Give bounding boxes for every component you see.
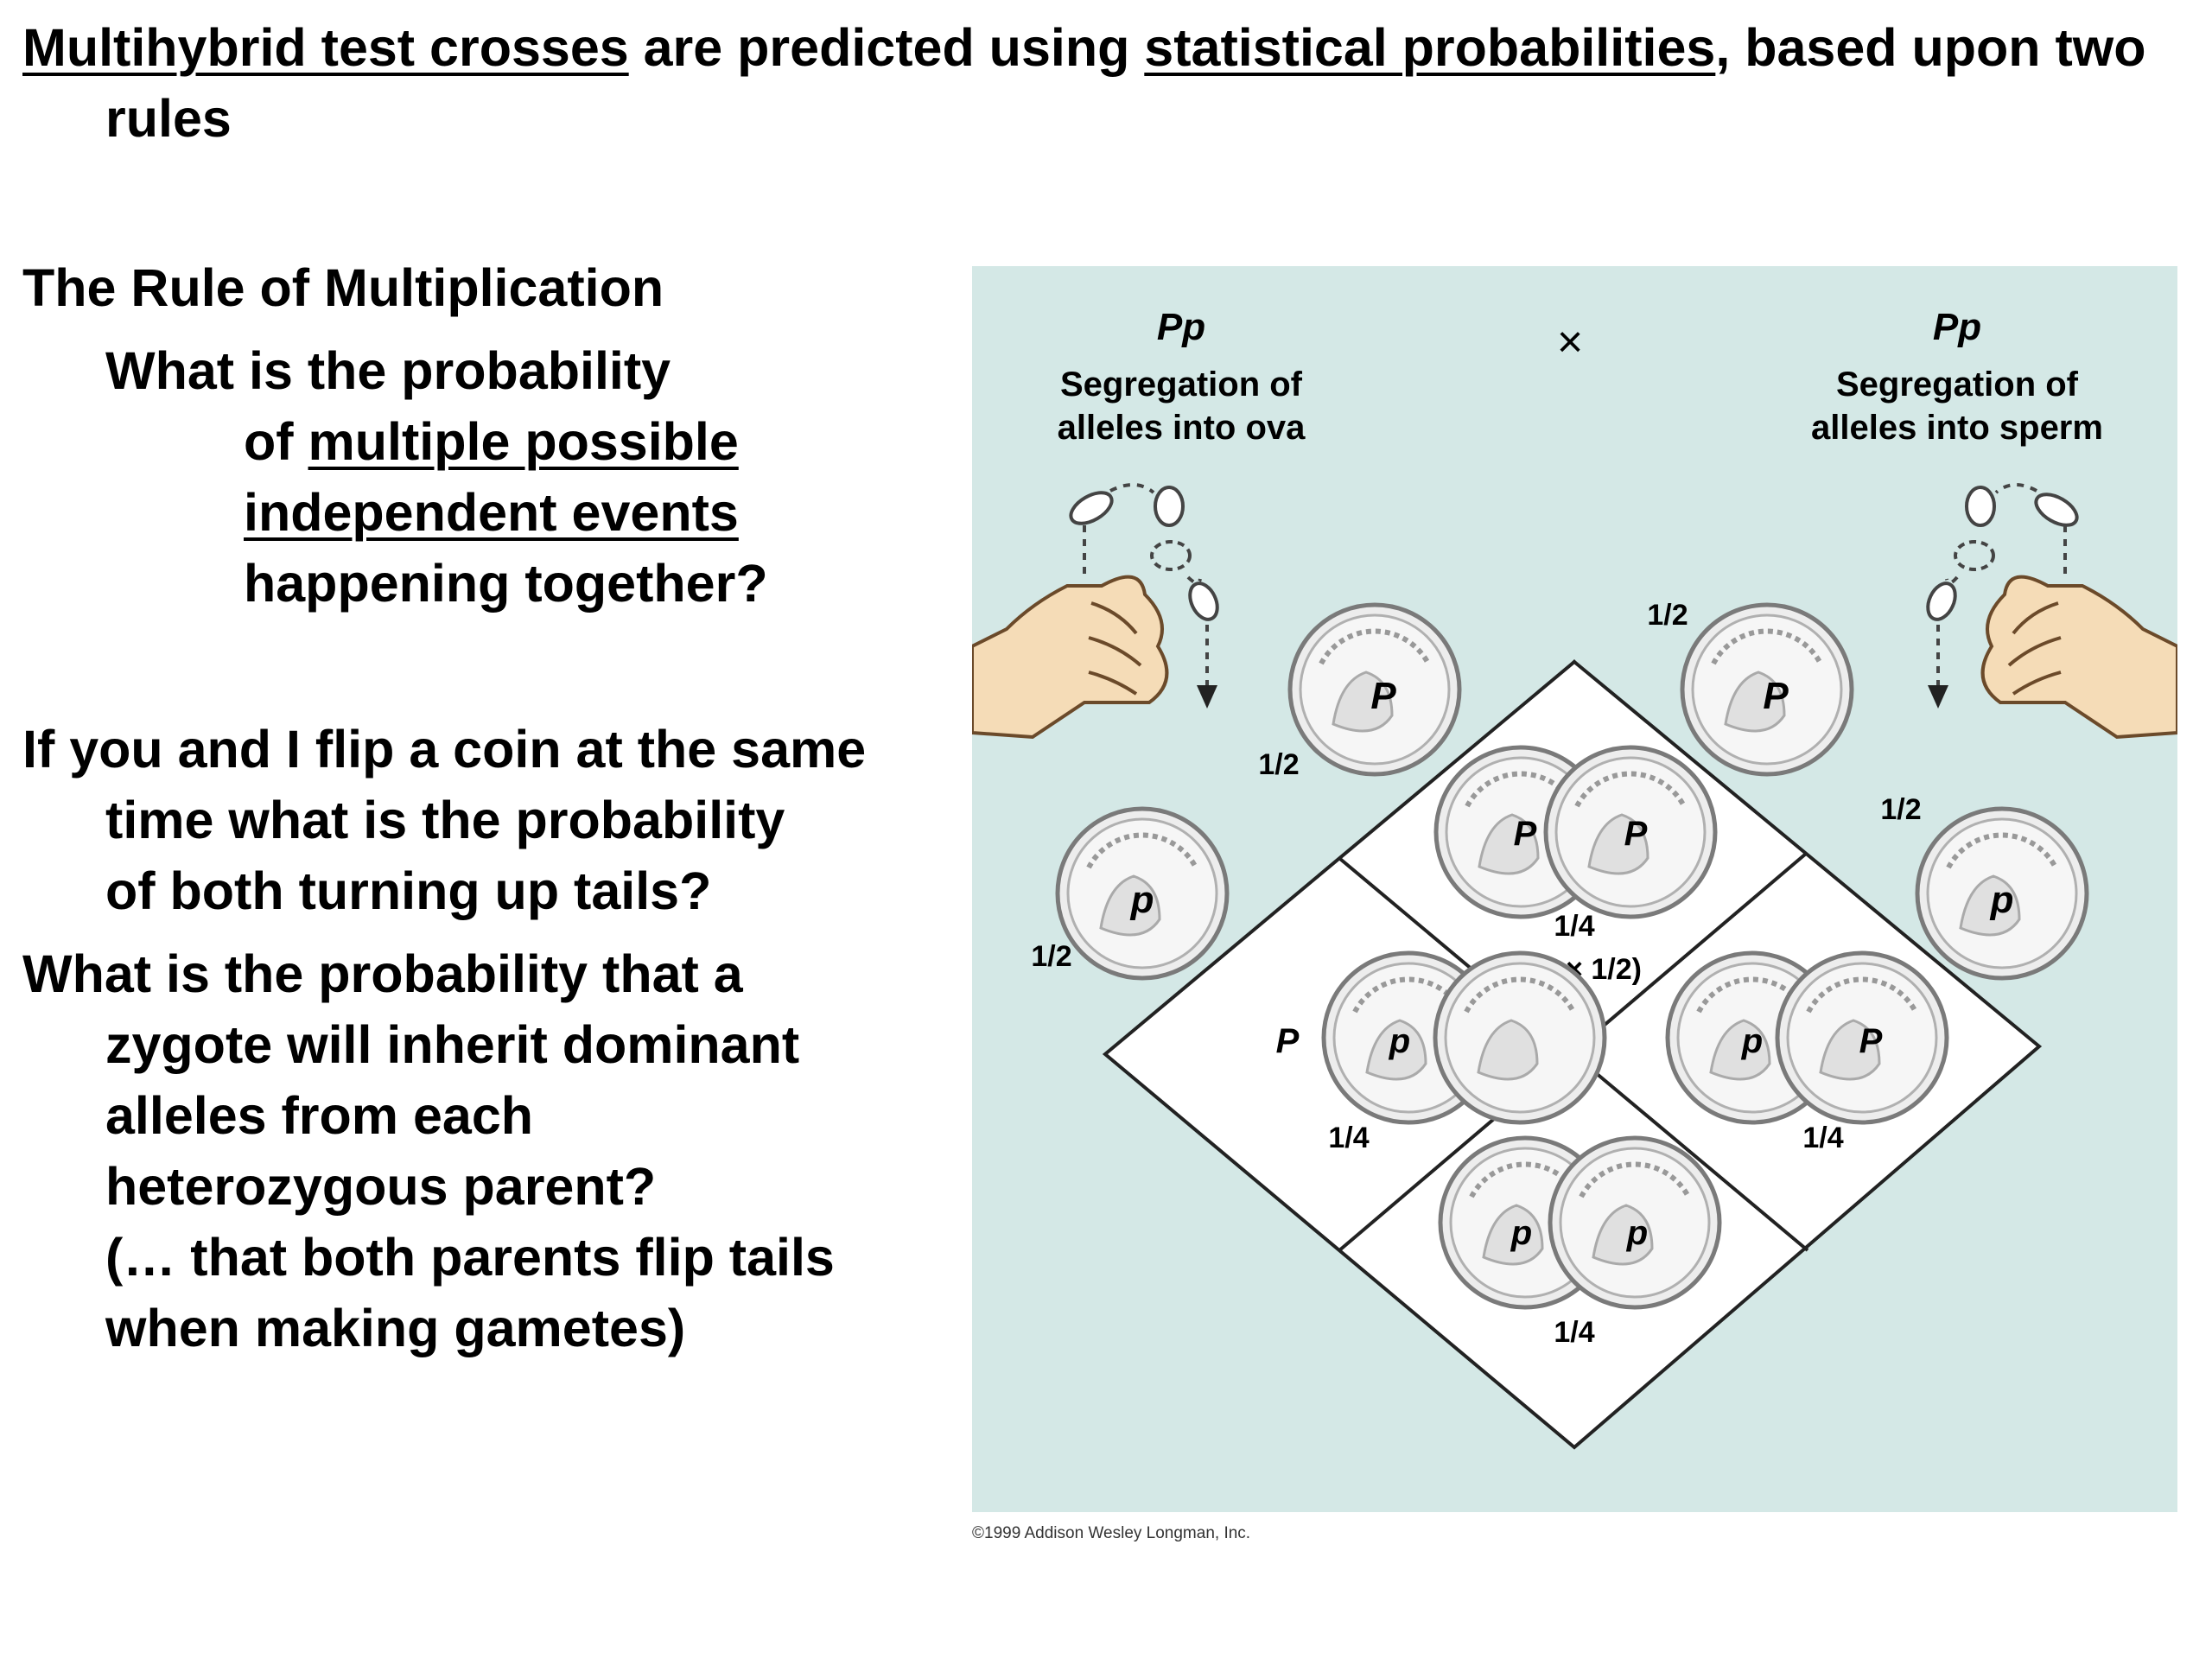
sperm-coin-P-label: P: [1763, 675, 1789, 717]
offspring-pP-right-allele-1: p: [1741, 1022, 1763, 1060]
sperm-prob-p: 1/2: [1880, 793, 1921, 826]
sperm-coin-p: p: [1917, 809, 2087, 978]
zygote-question-line1: What is the probability that a: [22, 944, 743, 1003]
offspring-pp-prob: 1/4: [1554, 1316, 1594, 1349]
title-underlined-term-1: Multihybrid test crosses: [22, 18, 629, 77]
offspring-pp: p p 1/4: [1440, 1138, 1719, 1349]
zygote-question-line5: (… that both parents flip tails: [105, 1228, 835, 1287]
left-hand-icon: [972, 575, 1169, 740]
sperm-coin-P: P: [1682, 605, 1852, 774]
zygote-question-line6: when making gametes): [105, 1299, 686, 1357]
question1-prefix: of: [244, 412, 308, 471]
right-parent-genotype: Pp: [1933, 306, 1981, 348]
page-title: Multihybrid test crosses are predicted u…: [22, 12, 2146, 154]
coin-question-line2: time what is the probability: [105, 791, 785, 849]
question1-line1: What is the probability: [105, 341, 671, 400]
coin-probability-figure: Pp Segregation of alleles into ova × Pp …: [972, 266, 2177, 1512]
offspring-Pp-left-allele-2: p: [1389, 1022, 1410, 1060]
offspring-Pp-left-allele-1: P: [1276, 1022, 1300, 1060]
offspring-Pp-left: P p 1/4: [1276, 953, 1605, 1154]
offspring-pP-right-prob: 1/4: [1802, 1122, 1843, 1154]
cross-symbol: ×: [1557, 317, 1583, 367]
title-line-2: rules: [105, 89, 232, 148]
offspring-Pp-left-prob: 1/4: [1328, 1122, 1369, 1154]
ova-coin-p-label: p: [1130, 879, 1154, 921]
ova-prob-p: 1/2: [1031, 940, 1071, 973]
offspring-pP-right: p P 1/4: [1668, 953, 1947, 1154]
right-parent-caption-1: Segregation of: [1836, 365, 2079, 404]
sperm-coin-p-label: p: [1990, 879, 2014, 921]
offspring-pp-allele-1: p: [1510, 1214, 1532, 1252]
offspring-PP-allele-1: P: [1514, 815, 1537, 853]
title-text-end: , based upon two: [1715, 18, 2146, 77]
rule-heading: The Rule of Multiplication: [22, 258, 664, 317]
offspring-pP-right-allele-2: P: [1859, 1022, 1883, 1060]
figure-copyright: ©1999 Addison Wesley Longman, Inc.: [972, 1524, 1251, 1542]
title-underlined-term-2: statistical probabilities: [1144, 18, 1716, 77]
title-text: are predicted using: [628, 18, 1145, 77]
offspring-PP-allele-2: P: [1624, 815, 1648, 853]
ova-coin-P-label: P: [1370, 675, 1396, 717]
question1-line3: independent events: [244, 483, 739, 542]
question1-underlined-1: multiple possible: [308, 412, 739, 471]
right-hand-icon: [1980, 575, 2177, 740]
coin-question-line3: of both turning up tails?: [105, 861, 712, 920]
figure-svg: Pp Segregation of alleles into ova × Pp …: [972, 266, 2177, 1512]
offspring-PP-prob: 1/4: [1554, 910, 1594, 943]
left-parent-caption-2: alleles into ova: [1058, 409, 1306, 447]
zygote-question-line3: alleles from each: [105, 1086, 534, 1145]
sperm-prob-P: 1/2: [1647, 599, 1688, 632]
left-parent-genotype: Pp: [1157, 306, 1205, 348]
ova-coin-p: p: [1058, 809, 1227, 978]
right-coin-toss-arc: [1926, 483, 2079, 709]
zygote-question-line2: zygote will inherit dominant: [105, 1015, 800, 1074]
coin-question-line1: If you and I flip a coin at the same: [22, 720, 867, 779]
offspring-pp-allele-2: p: [1626, 1214, 1648, 1252]
question1-line2: of multiple possible: [244, 406, 739, 477]
ova-prob-P: 1/2: [1258, 748, 1299, 781]
right-parent-caption-2: alleles into sperm: [1811, 409, 2103, 447]
zygote-question-line4: heterozygous parent?: [105, 1157, 657, 1216]
left-parent-caption-1: Segregation of: [1060, 365, 1303, 404]
left-coin-toss-arc: [1069, 483, 1219, 709]
question1-line4: happening together?: [244, 554, 768, 613]
ova-coin-P: P: [1290, 605, 1459, 774]
